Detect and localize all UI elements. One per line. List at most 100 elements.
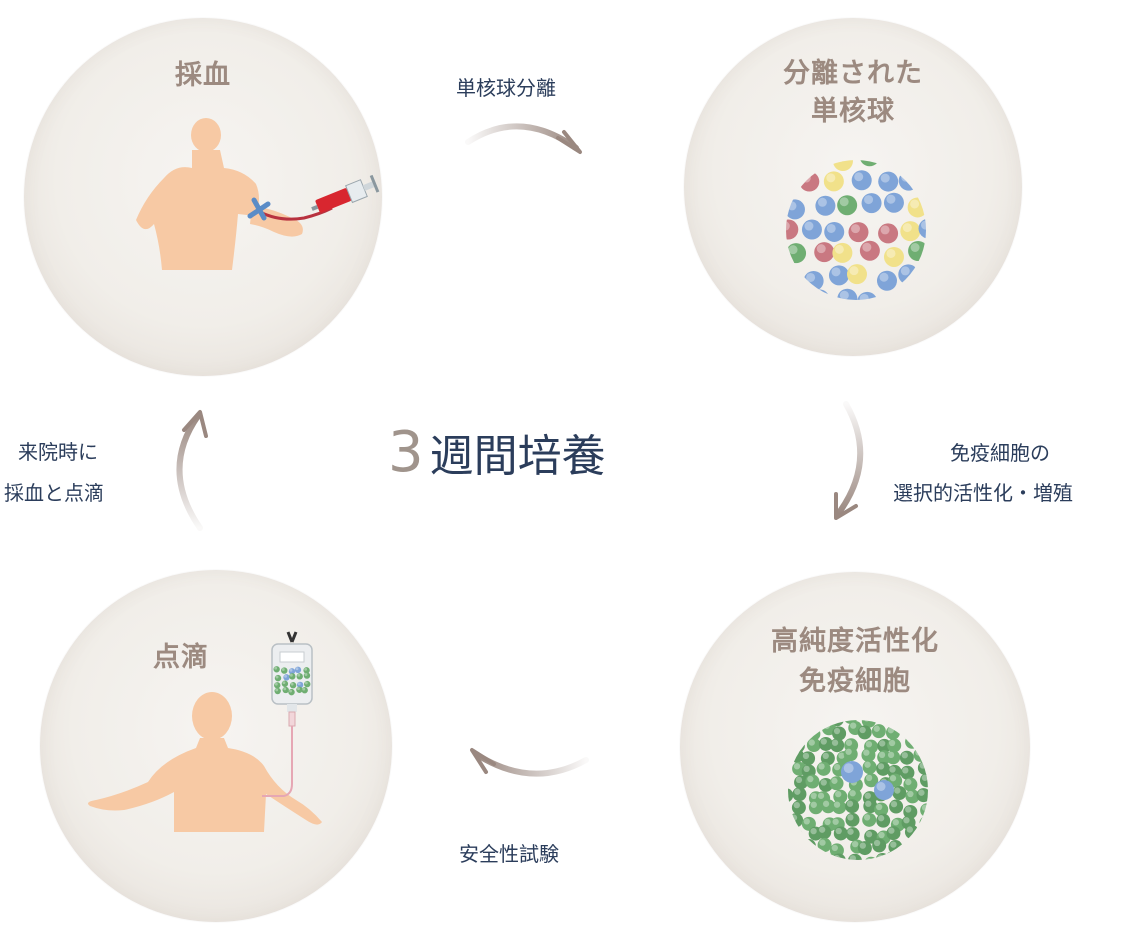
person-figure [88, 692, 322, 832]
cell [936, 195, 956, 215]
transition-label-top: 単核球分離 [456, 76, 556, 100]
cell [786, 290, 807, 300]
cell [880, 294, 901, 300]
cell [919, 773, 928, 788]
cell [830, 738, 845, 753]
cell [832, 160, 853, 172]
cell [876, 813, 891, 828]
cell [818, 777, 833, 792]
cell [837, 288, 858, 300]
cell [885, 720, 900, 723]
cell [791, 720, 806, 723]
step-infusion-title: 点滴 [153, 642, 209, 673]
transition-label-right-line1: 免疫細胞の [950, 441, 1050, 465]
cell [788, 843, 802, 858]
mononuclear-cells-illustration [786, 160, 956, 313]
cell [898, 170, 919, 191]
cell [885, 725, 900, 740]
cell [906, 720, 921, 725]
cell [841, 761, 863, 783]
cell [843, 747, 858, 762]
cell [832, 726, 847, 741]
cell [883, 192, 904, 213]
cell [817, 720, 832, 727]
cell [924, 170, 926, 191]
cell [918, 218, 926, 239]
cell [289, 682, 297, 689]
cell [845, 827, 860, 842]
cell [274, 674, 282, 682]
center-duration-number: 3 [388, 420, 424, 485]
cell [903, 777, 918, 792]
cell [934, 293, 954, 313]
cell [859, 160, 880, 167]
cell [786, 175, 795, 196]
cell [833, 826, 848, 841]
cell [817, 838, 832, 853]
step-infusion-circle: 点滴 [40, 570, 392, 922]
activated-cells-illustration [773, 720, 928, 860]
cell [917, 760, 928, 775]
cell [790, 722, 805, 737]
cell [288, 688, 295, 696]
cell [814, 242, 835, 263]
cell [823, 171, 844, 192]
cell [848, 222, 869, 243]
cell [829, 720, 844, 727]
cell [828, 265, 849, 286]
cell [920, 720, 928, 725]
cell [304, 680, 311, 688]
cell [808, 800, 823, 815]
cell [847, 788, 862, 803]
cell [883, 246, 904, 267]
center-duration-text: 週間培養 [429, 431, 606, 482]
cell [862, 760, 877, 775]
cell [913, 747, 928, 762]
cell [281, 680, 289, 687]
cell [788, 160, 809, 169]
cell [816, 761, 831, 776]
cell [773, 778, 787, 792]
cell [872, 720, 887, 723]
cell [905, 853, 920, 860]
cell [898, 264, 919, 285]
cell [876, 761, 891, 776]
step-blood-draw-title: 採血 [175, 60, 231, 91]
transition-label-left-line2: 採血と点滴 [4, 481, 104, 505]
cell [281, 667, 288, 674]
cell [799, 171, 820, 192]
cell [283, 674, 290, 681]
infusion-illustration [88, 631, 322, 832]
cell [831, 853, 846, 860]
cell [919, 829, 928, 844]
cell [862, 812, 877, 827]
cell [919, 815, 928, 830]
cell [789, 856, 804, 860]
cell [809, 289, 830, 300]
cell [857, 291, 878, 300]
cell [786, 199, 805, 220]
cell [907, 197, 926, 218]
cell [820, 853, 835, 860]
cell [876, 270, 897, 291]
cell [908, 241, 926, 262]
cell [872, 838, 887, 853]
cell [303, 672, 311, 679]
step-activated-cells-circle: 高純度活性化 免疫細胞 [680, 572, 1030, 922]
cell [837, 195, 858, 216]
cell [857, 725, 872, 740]
cell [910, 290, 926, 300]
cell [288, 668, 296, 675]
cell [845, 812, 860, 827]
cell [875, 853, 890, 860]
cell [803, 720, 818, 723]
step-separated-cells-title-line2: 単核球 [811, 96, 895, 127]
tourniquet-icon [247, 197, 271, 221]
cell [788, 724, 792, 739]
cell [296, 673, 303, 680]
cell [887, 738, 902, 753]
cell [802, 851, 817, 860]
cell [846, 264, 867, 285]
cell [899, 750, 914, 765]
cell [886, 750, 901, 765]
